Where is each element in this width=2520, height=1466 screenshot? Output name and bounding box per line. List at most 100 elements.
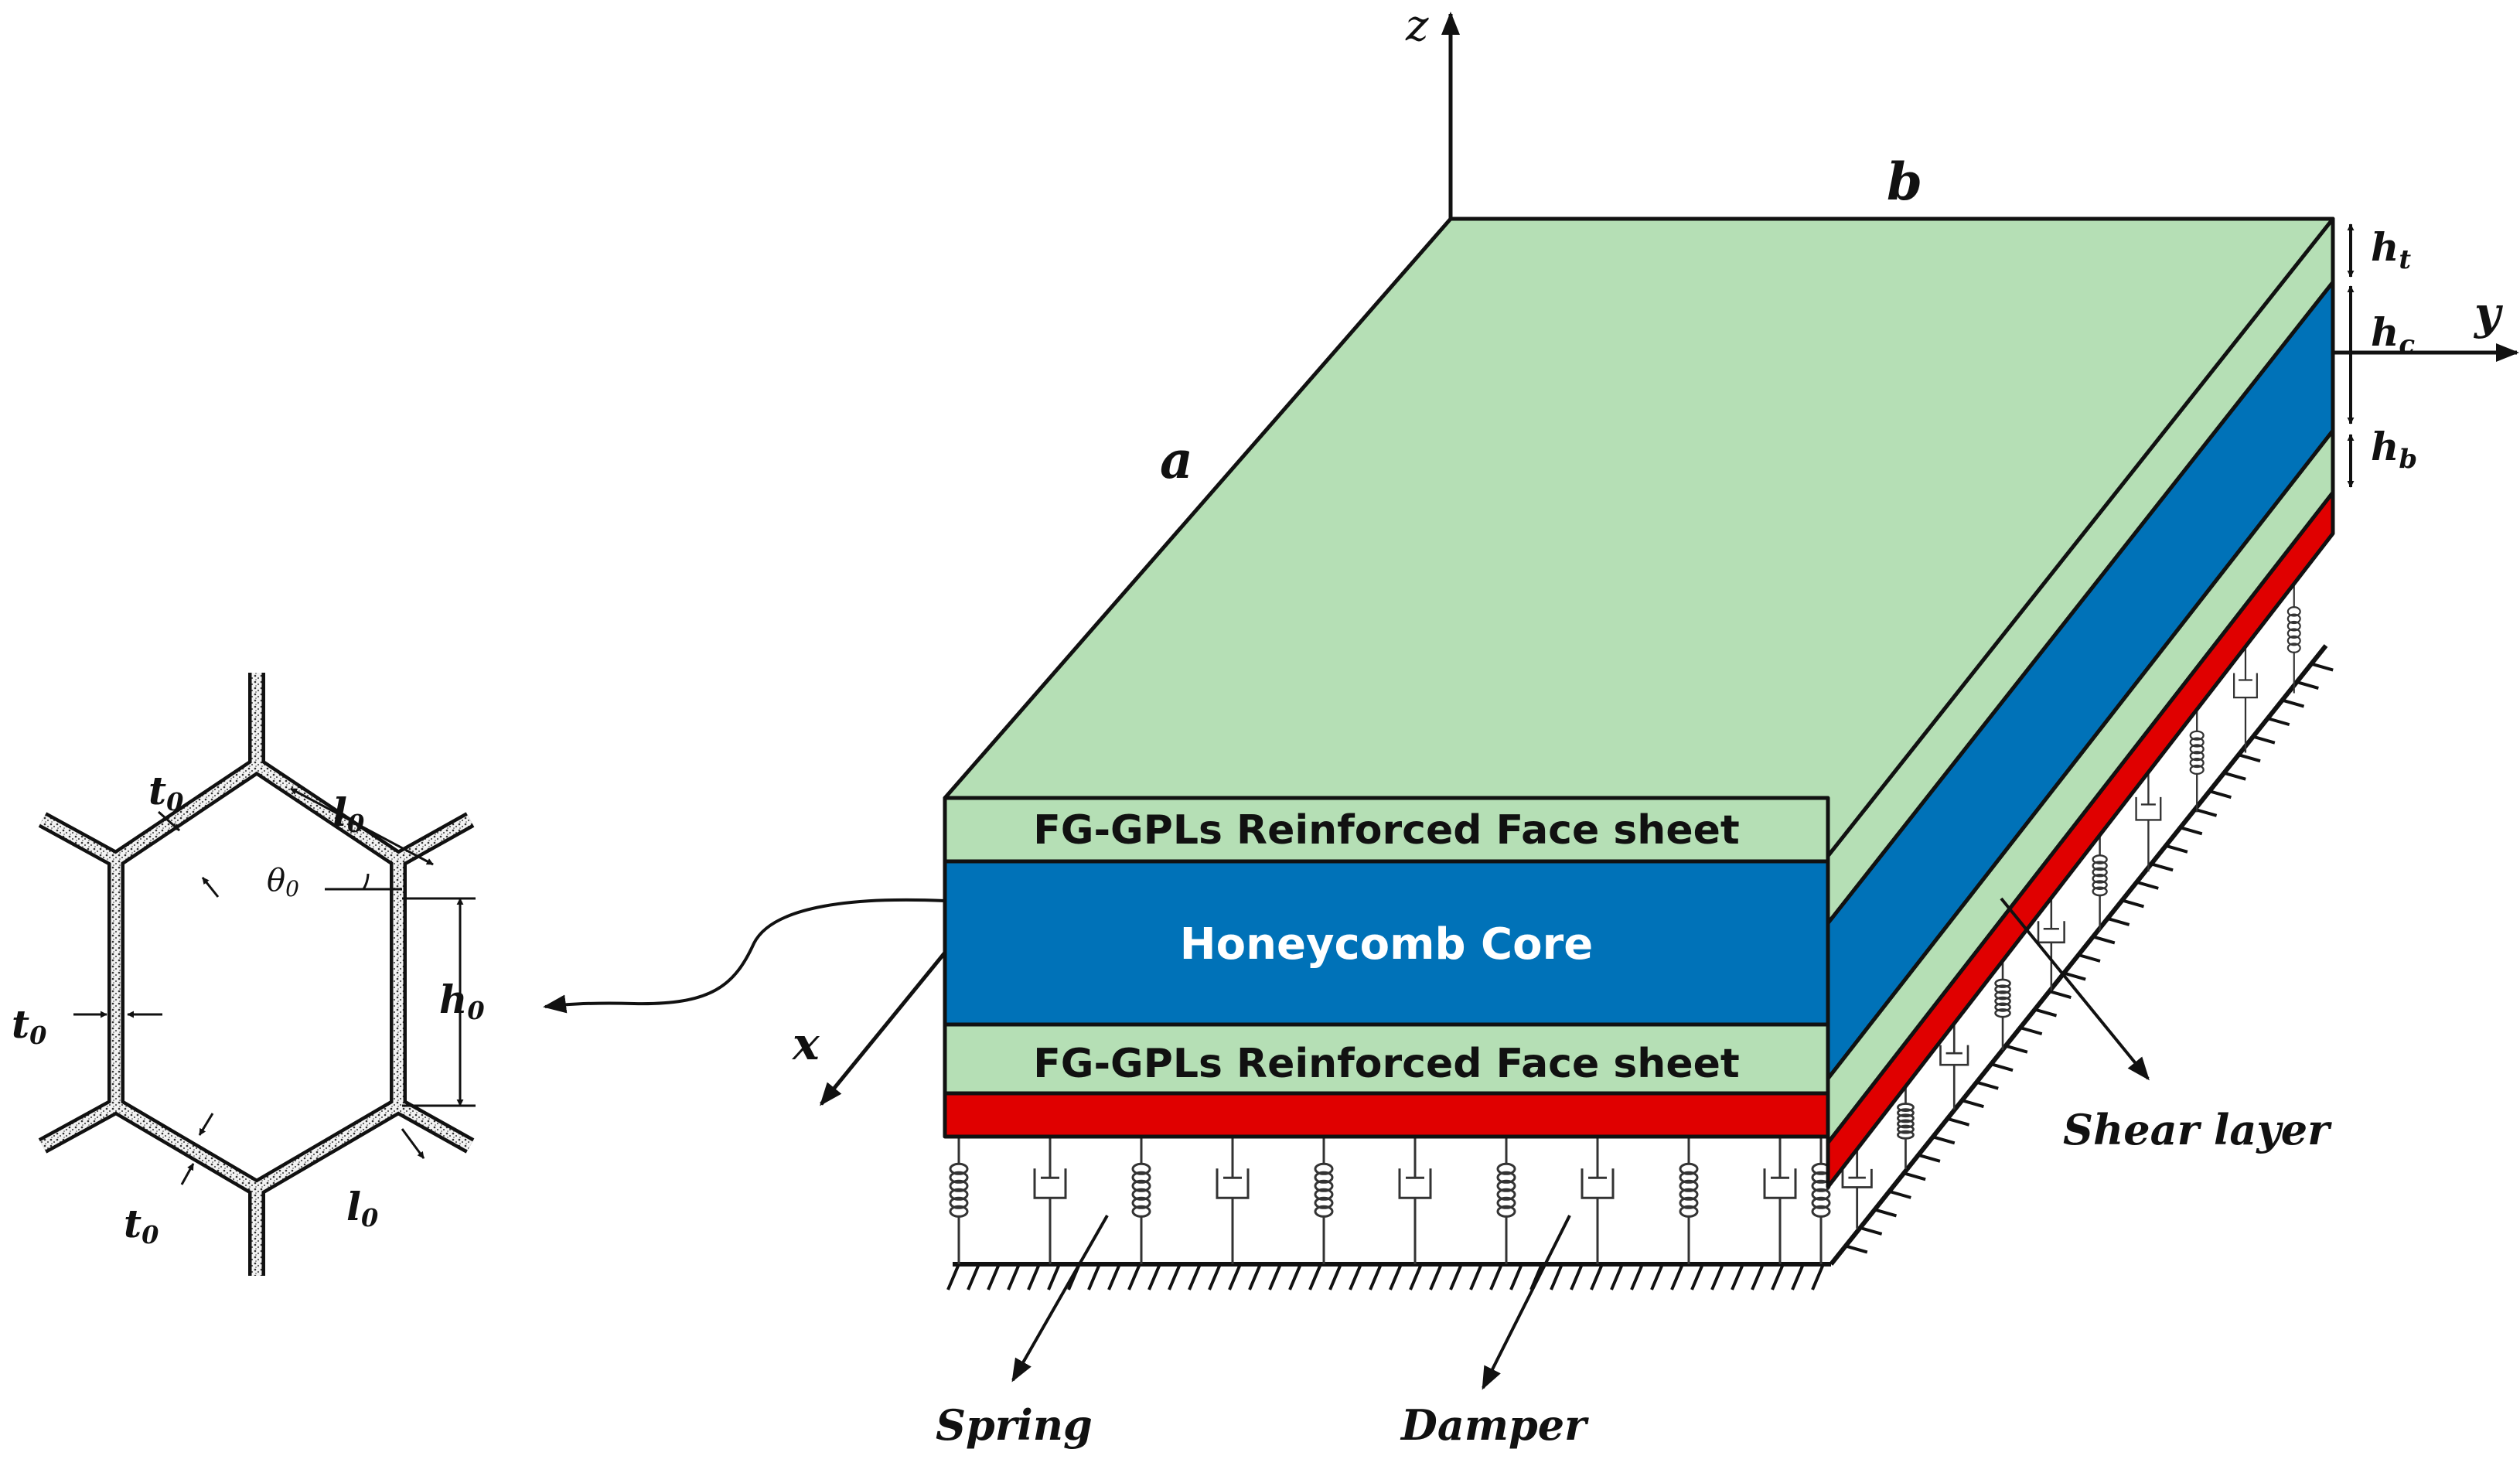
damper-element: [1841, 1149, 1873, 1229]
cell-dimension-marks: [73, 787, 476, 1185]
ground-hatch-side: [1845, 662, 2334, 1254]
ground-hatch-mark: [1961, 1099, 1984, 1109]
bottom-face-label: FG-GPLs Reinforced Face sheet: [1033, 1041, 1739, 1087]
ground-hatch-mark: [1670, 1263, 1684, 1290]
damper-element: [1033, 1137, 1067, 1264]
damper-element: [1216, 1137, 1250, 1264]
t0-top-tick: [158, 810, 180, 832]
hb-label: hb: [2371, 424, 2417, 475]
ground-hatch-mark: [1208, 1263, 1222, 1290]
t0-bottom-tick-2: [180, 1163, 195, 1185]
front-supports: [949, 1137, 1831, 1264]
ground-hatch-mark: [1947, 1117, 1970, 1127]
cell-t0-left-label: t0: [12, 1001, 46, 1050]
side-supports: [1841, 584, 2301, 1229]
damper-element: [1939, 1023, 1969, 1110]
ground-hatch-mark: [1007, 1263, 1021, 1290]
damper-element: [2135, 772, 2162, 872]
shear-layer-front: [943, 1091, 1830, 1139]
dim-a-label: a: [1160, 430, 1193, 490]
ground-hatch-mark: [1874, 1208, 1898, 1218]
damper-pointer: [1482, 1215, 1571, 1390]
x-axis: [820, 951, 946, 1106]
ground-hatch-mark: [2034, 1007, 2058, 1018]
foundation: [946, 584, 2334, 1290]
cell-l0-top-label: l0: [332, 789, 364, 838]
ground-hatch-mark: [1288, 1263, 1302, 1290]
ground-hatch-mark: [1570, 1263, 1584, 1290]
ground-hatch-mark: [2252, 735, 2276, 745]
damper-element: [1581, 1137, 1615, 1264]
damper-element: [1763, 1137, 1797, 1264]
shear-layer-pointer: [2000, 897, 2150, 1081]
x-axis-label: x: [791, 1018, 820, 1070]
cell-stub-lr-texture: [395, 1101, 473, 1151]
ground-hatch-mark: [1268, 1263, 1282, 1290]
ground-hatch-mark: [1308, 1263, 1322, 1290]
ground-hatch-mark: [1650, 1263, 1664, 1290]
ground-hatch-mark: [1469, 1263, 1483, 1290]
ground-hatch-mark: [2223, 771, 2246, 781]
ground-hatch-mark: [1976, 1080, 1999, 1090]
ht-label: ht: [2371, 224, 2411, 275]
ground-hatch-mark: [1509, 1263, 1523, 1290]
ground-hatch-mark: [2165, 844, 2188, 854]
ground-hatch-mark: [1751, 1263, 1765, 1290]
spring-element: [1994, 960, 2011, 1051]
ground-hatch-mark: [1903, 1171, 1926, 1181]
sandwich-plate: [943, 216, 2335, 1189]
ground-hatch-mark: [2194, 807, 2218, 817]
ground-hatch-mark: [2078, 953, 2101, 963]
damper-element: [2037, 898, 2065, 991]
shear-layer-side: [1826, 490, 2335, 1189]
top-face-label: FG-GPLs Reinforced Face sheet: [1033, 807, 1739, 854]
ground-hatch-mark: [2281, 698, 2305, 708]
ground-hatch-mark: [946, 1263, 960, 1290]
ground-hatch-mark: [2310, 662, 2334, 672]
spring-element: [1496, 1137, 1516, 1264]
cell-stub-ul-texture: [39, 815, 119, 864]
ground-hatch-mark: [2020, 1026, 2043, 1036]
ground-hatch-mark: [1791, 1263, 1805, 1290]
damper-element: [1398, 1137, 1432, 1264]
ground-hatch-mark: [1369, 1263, 1383, 1290]
spring-element: [1314, 1137, 1334, 1264]
shear-layer-label: Shear layer: [2063, 1105, 2332, 1154]
t0-top-tick-2: [201, 877, 220, 898]
ground-hatch-mark: [1860, 1226, 1883, 1236]
ground-hatch-mark: [2063, 971, 2086, 981]
ground-hatch-mark: [1489, 1263, 1503, 1290]
ground-hatch-mark: [1918, 1153, 1941, 1163]
ground-hatch-mark: [1630, 1263, 1644, 1290]
ground-hatch-mark: [2107, 917, 2130, 926]
ground-hatch-mark: [1932, 1135, 1956, 1145]
ground-hatch-mark: [1248, 1263, 1262, 1290]
cell-t0-top-label: t0: [148, 768, 183, 817]
spring-element: [1131, 1137, 1151, 1264]
ground-hatch-mark: [1228, 1263, 1242, 1290]
ground-hatch-mark: [2150, 862, 2174, 872]
ground-hatch-mark: [2092, 935, 2116, 945]
ground-hatch-mark: [1710, 1263, 1724, 1290]
spring-element: [1897, 1086, 1915, 1169]
bottom-face-front: [943, 1022, 1830, 1096]
spring-element: [1679, 1137, 1699, 1264]
ground-hatch-mark: [1168, 1263, 1182, 1290]
ground-hatch-mark: [2208, 789, 2232, 799]
ground-hatch-mark: [1550, 1263, 1563, 1290]
ground-hatch-mark: [1449, 1263, 1463, 1290]
ground-hatch-mark: [1389, 1263, 1403, 1290]
ground-hatch-mark: [2296, 680, 2319, 690]
hc-label: hc: [2371, 309, 2415, 360]
ground-hatch-mark: [1147, 1263, 1161, 1290]
t0-bottom-tick: [198, 1113, 214, 1136]
z-axis-label: z: [1405, 1, 1429, 51]
cell-theta0-label: θ0: [267, 863, 299, 902]
ground-hatch-mark: [2180, 826, 2203, 836]
l0-dim-line: [290, 787, 434, 866]
spring-element: [2286, 584, 2301, 694]
ground-hatch-mark: [1027, 1263, 1041, 1290]
ground-hatch-mark: [2121, 898, 2145, 909]
ground-hatch-mark: [2005, 1044, 2028, 1054]
